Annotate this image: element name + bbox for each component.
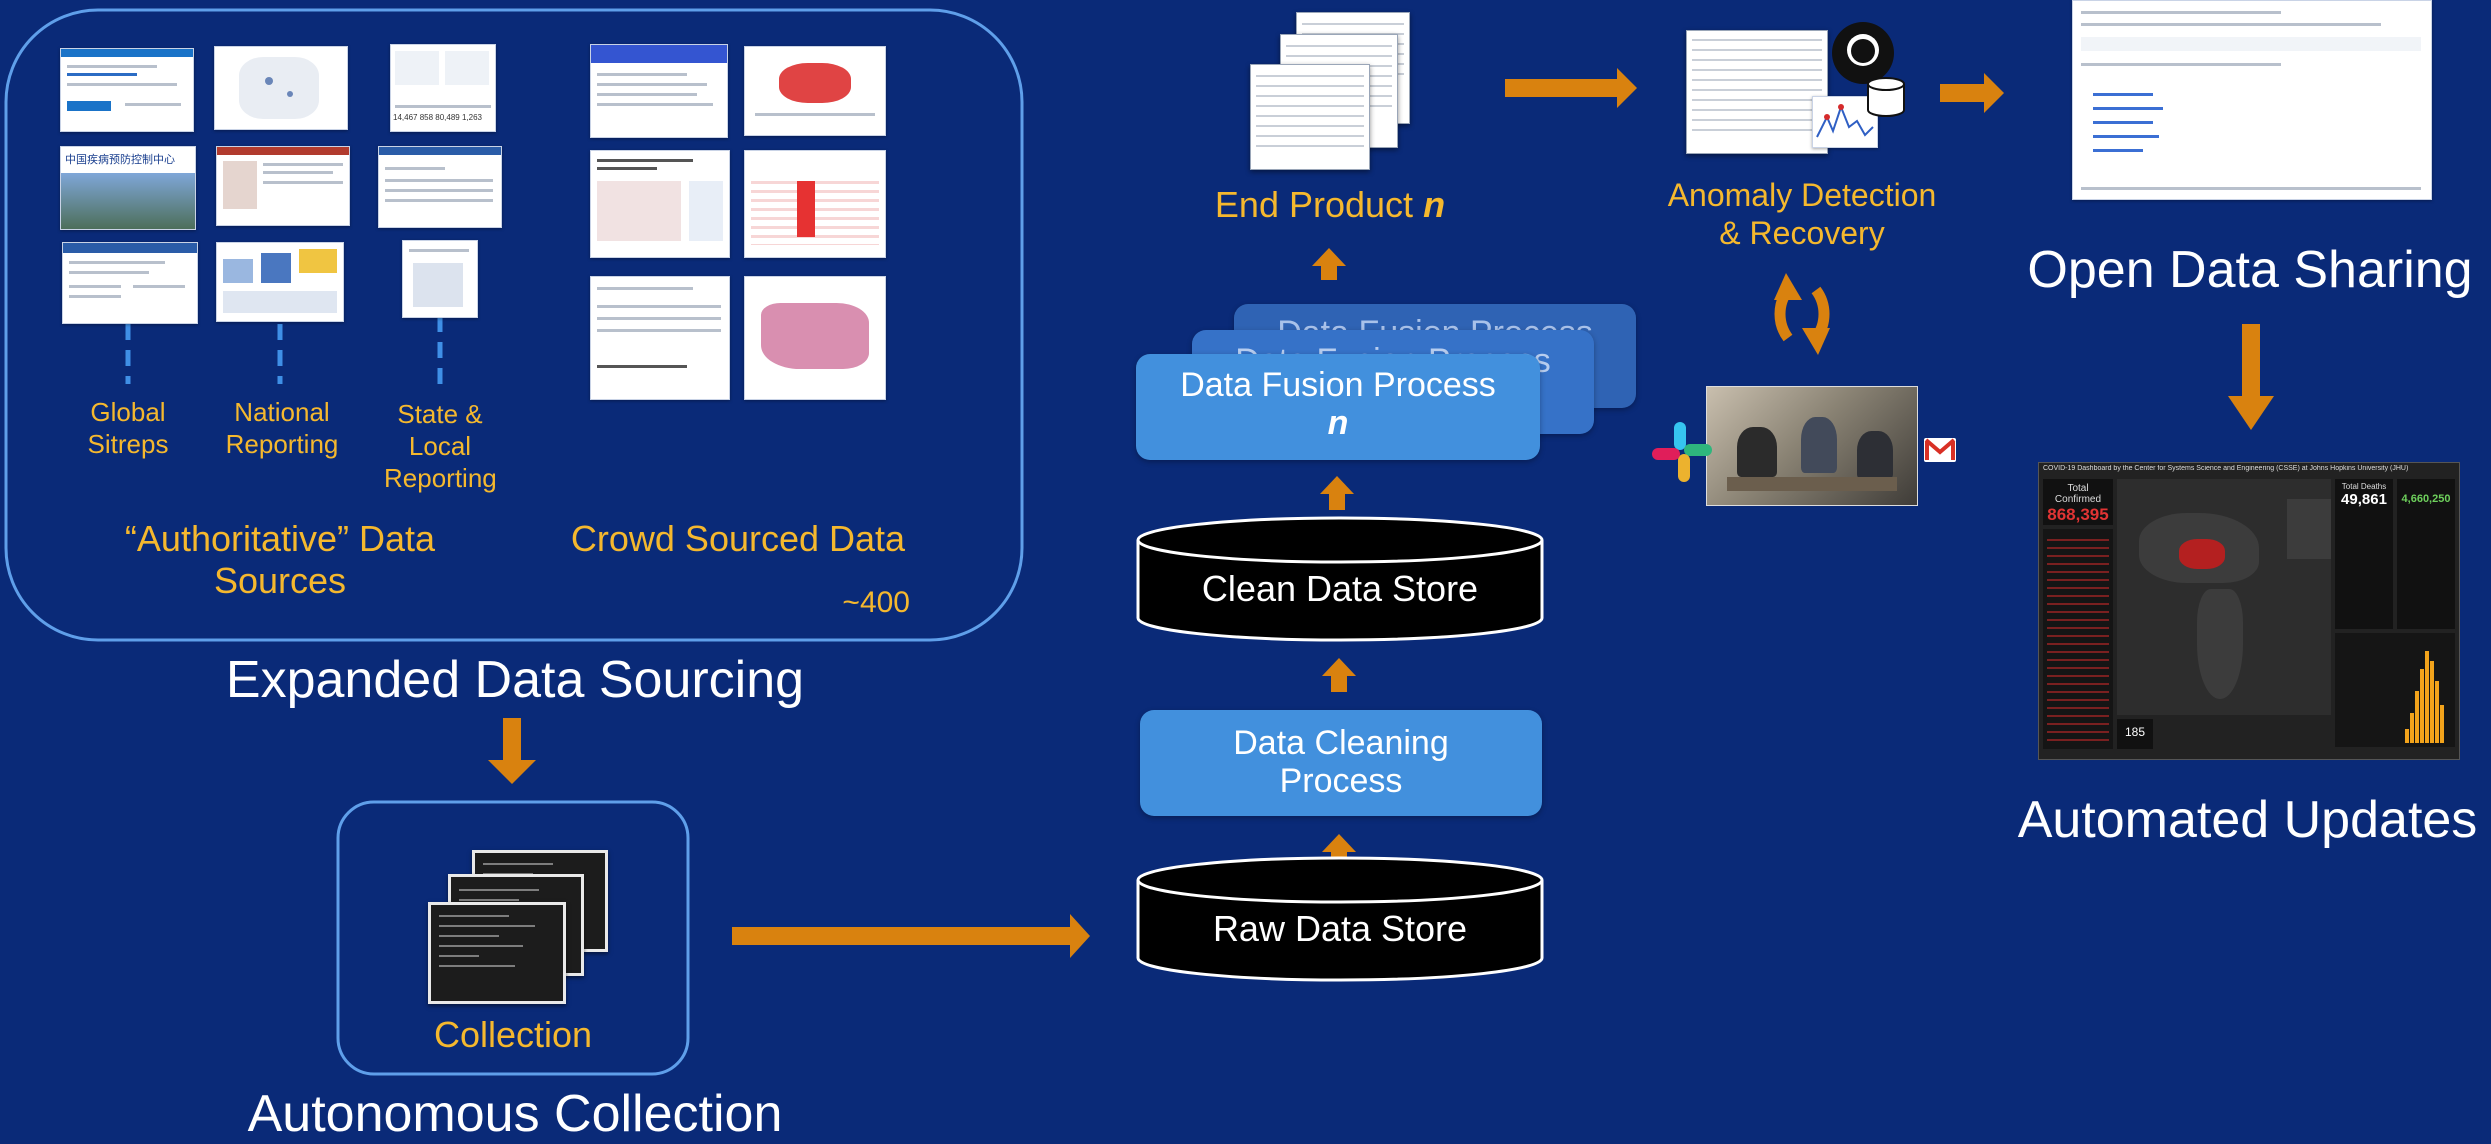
gmail-icon [1924,438,1956,462]
thumb-state-local [402,240,478,318]
title-automated-updates: Automated Updates [2017,791,2478,849]
arrow-fusion-up-shaft [1321,266,1337,280]
title-autonomous-collection: Autonomous Collection [247,1085,783,1143]
label-global-sitreps: Global Sitreps [87,397,169,459]
label-collection: Collection [433,1014,593,1055]
total-confirmed-label: Total Confirmed [2054,483,2102,505]
thumb-crowd-map-red [744,46,886,136]
arrow-sourcing-down-shaft [503,718,521,760]
end-product-sheet-front [1250,64,1370,170]
thumb-crowd-table [744,150,886,258]
data-cleaning-process: Data Cleaning Process [1140,710,1542,816]
total-confirmed-value: 868,395 [2047,505,2109,524]
thumb-crowd-list [590,276,730,400]
thumb-national-charts [216,242,344,322]
arrow-clean-up-head [1320,476,1354,494]
github-icon [1832,22,1894,84]
country-list [2043,529,2113,749]
total-deaths-label: Total Deaths [2341,482,2387,491]
arrow-clean-up-shaft [1329,494,1345,510]
thumb-national-report [216,146,350,226]
jhu-dashboard: COVID-19 Dashboard by the Center for Sys… [2038,462,2460,760]
arrow-cleaning-up-head [1322,658,1356,676]
data-fusion-process-front: Data Fusion Process n [1136,354,1540,460]
github-repo-screenshot [2072,0,2432,200]
title-open-data-sharing: Open Data Sharing [2027,241,2473,299]
raw-data-store-label: Raw Data Store [1212,908,1468,949]
arrow-sharing-down-shaft [2242,324,2260,396]
thumb-stats-text: 14,467 858 80,489 1,263 [393,113,482,122]
data-fusion-n-label: n [1327,404,1349,442]
arrow-sourcing-down-head [488,760,536,784]
arrow-raw-up-head [1322,834,1356,852]
thumb-who-sitreps [60,48,194,132]
arrow-anomaly-right-shaft [1940,84,1984,102]
cycle-arrowheads [1774,273,1830,355]
arrow-collection-right-shaft [732,927,1070,945]
dashboard-header: COVID-19 Dashboard by the Center for Sys… [2043,465,2409,472]
thumb-crowd-china [590,44,728,138]
thumb-china-cdc: 中国疾病预防控制中心 [60,146,196,230]
thumb-france-map [214,46,348,130]
clean-data-store-label: Clean Data Store [1201,568,1479,609]
slack-icon [1652,422,1712,482]
thumb-crowd-us-map [744,276,886,400]
label-authoritative-sources: “Authoritative” Data Sources [124,518,436,601]
data-fusion-front-label: Data Fusion Process [1180,366,1496,404]
histogram-bars [2405,651,2444,743]
team-photo [1706,386,1918,506]
label-national-reporting: National Reporting [225,397,339,459]
thumb-ecdc [62,242,198,324]
anomaly-label: Anomaly Detection & Recovery [1667,177,1937,251]
cycle-head-left [1774,273,1802,300]
thumb-state-table [378,146,502,228]
anomaly-spreadsheet [1686,30,1828,154]
title-expanded-data-sourcing: Expanded Data Sourcing [225,651,805,709]
anomaly-chart-line [1816,104,1874,138]
world-map [2117,479,2331,715]
countries-count: 185 [2124,725,2146,739]
end-product-text: End Product [1214,184,1414,225]
database-icon [1867,77,1905,117]
terminal-sheet-front [428,902,566,1004]
thumb-china-cdc-header: 中国疾病预防控制中心 [65,154,175,166]
clean-data-store-cylinder [1136,516,1544,642]
arrow-cleaning-up-shaft [1331,676,1347,692]
collection-frame [336,800,690,1076]
arrow-collection-right-head [1070,914,1090,958]
cycle-head-right [1802,328,1830,355]
case-histogram [2335,633,2455,747]
arrow-fusion-up-head [1312,248,1346,266]
arrow-product-right-shaft [1505,79,1617,97]
label-state-local-reporting: State & Local Reporting [384,399,497,493]
thumb-dashboard-stats: 14,467 858 80,489 1,263 [390,44,496,132]
label-crowd-sourced: Crowd Sourced Data [570,518,906,559]
arrow-anomaly-right-head [1984,73,2004,113]
end-product-n: n [1423,184,1446,225]
label-source-count: ~400 [842,586,910,619]
end-product-label: End Product n [1180,184,1480,226]
total-deaths-value: 49,861 [2341,491,2387,508]
data-cleaning-process-label: Data Cleaning Process [1233,724,1449,800]
arrow-sharing-down-head [2228,396,2274,430]
raw-data-store-cylinder [1136,856,1544,982]
arrow-product-right-head [1617,68,1637,108]
total-recovered-value: 4,660,250 [2401,493,2451,505]
thumb-crowd-tracking [590,150,730,258]
orange-arrows [488,68,2274,958]
sourcing-frame [4,8,1024,642]
